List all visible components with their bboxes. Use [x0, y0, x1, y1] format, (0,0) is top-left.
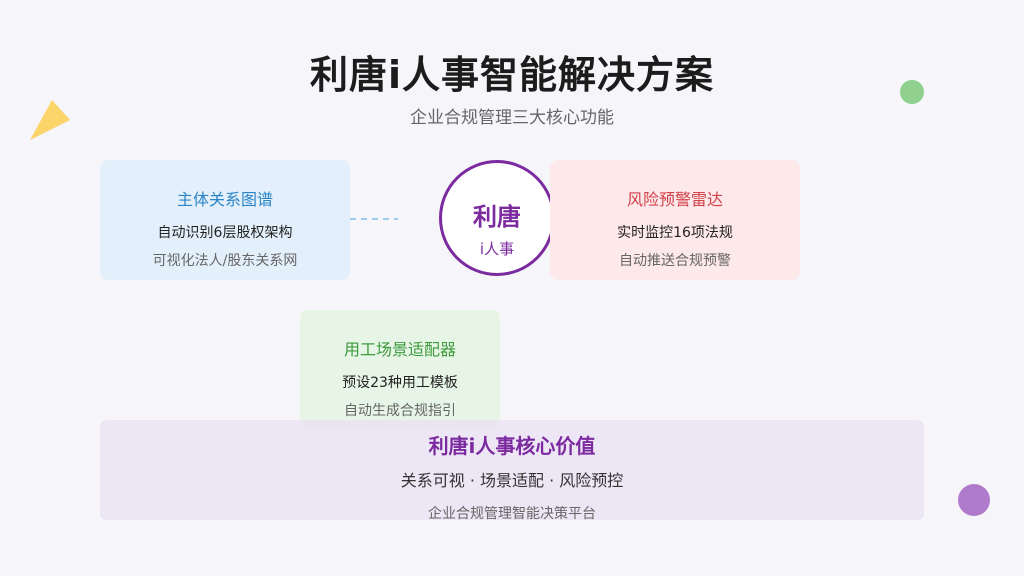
card-title: 用工场景适配器 [343, 340, 456, 359]
card-title: 主体关系图谱 [176, 190, 273, 209]
card-entity-relation-graph: 主体关系图谱 自动识别6层股权架构 可视化法人/股东关系网 [100, 160, 350, 280]
card-risk-radar: 风险预警雷达 实时监控16项法规 自动推送合规预警 [550, 160, 800, 280]
banner-subtitle: 关系可视 · 场景适配 · 风险预控 [400, 471, 624, 490]
card-line: 实时监控16项法规 [617, 225, 733, 241]
banner-footer: 企业合规管理智能决策平台 [428, 506, 596, 522]
hub-sublabel: i人事 [479, 240, 515, 258]
hub-circle: 利唐 i人事 [439, 160, 555, 276]
card-line: 可视化法人/股东关系网 [152, 253, 298, 269]
card-line: 自动推送合规预警 [619, 253, 731, 269]
card-employment-adapter: 用工场景适配器 预设23种用工模板 自动生成合规指引 [300, 310, 500, 430]
card-line: 自动生成合规指引 [344, 403, 456, 419]
card-line: 自动识别6层股权架构 [157, 225, 293, 241]
banner-title: 利唐i人事核心价值 [428, 434, 596, 458]
green-dot-decoration [900, 80, 924, 104]
triangle-decoration-icon [30, 100, 70, 140]
page-title: 利唐i人事智能解决方案 [309, 53, 715, 97]
card-title: 风险预警雷达 [626, 190, 723, 209]
card-line: 预设23种用工模板 [342, 375, 458, 391]
hub-label: 利唐 [473, 203, 521, 231]
purple-dot-decoration [958, 484, 990, 516]
core-value-banner: 利唐i人事核心价值 关系可视 · 场景适配 · 风险预控 企业合规管理智能决策平… [100, 420, 924, 522]
page-subtitle: 企业合规管理三大核心功能 [410, 108, 614, 128]
